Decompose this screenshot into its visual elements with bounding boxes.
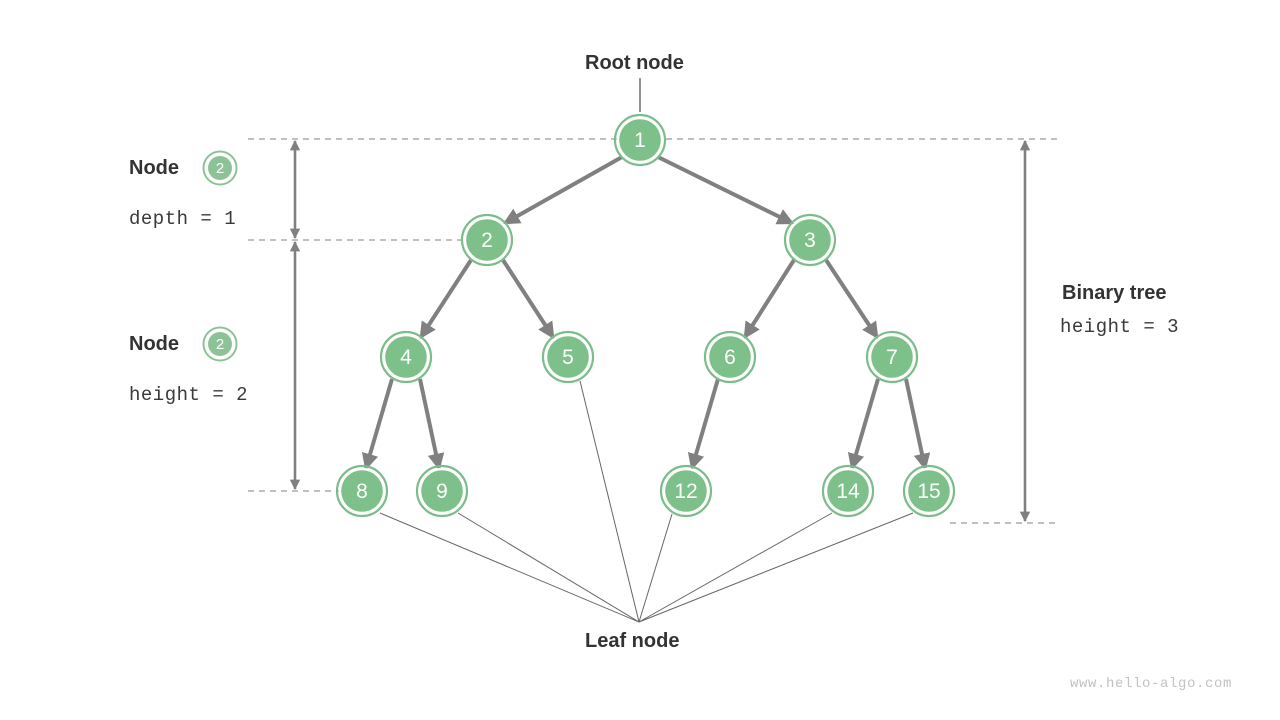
tree-node-4[interactable]: 4 xyxy=(379,330,433,384)
node-value-label: 4 xyxy=(400,346,412,369)
site-watermark: www.hello-algo.com xyxy=(1070,676,1233,692)
node-ring-outer xyxy=(460,213,514,267)
node-ring-white xyxy=(824,467,872,515)
node-value-label: 1 xyxy=(634,129,646,152)
node-value-label: 12 xyxy=(674,480,697,503)
node-ring-outer xyxy=(821,464,875,518)
tree-node-14[interactable]: 14 xyxy=(821,464,875,518)
node-ring-white xyxy=(544,333,592,381)
badge-node-depth-label: 2 xyxy=(216,160,224,177)
tree-node-1[interactable]: 1 xyxy=(613,113,667,167)
node-body xyxy=(466,219,508,261)
node-value-label: 15 xyxy=(917,480,940,503)
node-ring-white xyxy=(706,333,754,381)
annotation-badges: 2 2 xyxy=(202,150,238,362)
node-body xyxy=(619,119,661,161)
binary-tree-height-value: height = 3 xyxy=(1060,316,1180,338)
node-height-annotation-title: Node xyxy=(129,333,179,355)
tree-node-9[interactable]: 9 xyxy=(415,464,469,518)
leaf-pointer-line-9 xyxy=(457,512,640,623)
edge-2-5 xyxy=(501,258,555,340)
node-value-label: 5 xyxy=(562,346,574,369)
badge-node-depth: 2 xyxy=(202,150,238,186)
tree-node-12[interactable]: 12 xyxy=(659,464,713,518)
node-depth-annotation-title: Node xyxy=(129,157,179,179)
node-body xyxy=(385,336,427,378)
tree-node-7[interactable]: 7 xyxy=(865,330,919,384)
edge-4-8 xyxy=(361,378,394,471)
node-ring-outer xyxy=(659,464,713,518)
node-body xyxy=(709,336,751,378)
edge-3-7 xyxy=(824,258,879,340)
edge-6-12 xyxy=(687,378,720,471)
node-ring-white xyxy=(338,467,386,515)
node-value-label: 8 xyxy=(356,480,368,503)
node-value-label: 6 xyxy=(724,346,736,369)
node-ring-white xyxy=(786,216,834,264)
node-ring-white xyxy=(382,333,430,381)
root-node-annotation: Root node xyxy=(585,52,684,74)
node-value-label: 9 xyxy=(436,480,448,503)
node-body xyxy=(547,336,589,378)
leaf-pointer-line-12 xyxy=(638,513,673,623)
node-ring-white xyxy=(616,116,664,164)
node-ring-outer xyxy=(902,464,956,518)
edge-2-4 xyxy=(419,258,473,340)
tree-edges xyxy=(361,155,931,471)
leaf-pointer-line-15 xyxy=(638,512,914,623)
edge-1-3 xyxy=(657,155,795,225)
node-ring-outer xyxy=(865,330,919,384)
binary-tree-annotation-title: Binary tree xyxy=(1062,282,1167,304)
node-ring-white xyxy=(662,467,710,515)
edge-3-6 xyxy=(743,258,796,340)
edge-7-14 xyxy=(847,378,880,471)
node-depth-value: depth = 1 xyxy=(129,208,237,230)
badge-node-height: 2 xyxy=(202,326,238,362)
leaf-pointer-line-5 xyxy=(579,380,640,623)
node-ring-white xyxy=(418,467,466,515)
node-value-label: 7 xyxy=(886,346,898,369)
node-ring-white xyxy=(463,216,511,264)
tree-node-2[interactable]: 2 xyxy=(460,213,514,267)
tree-node-3[interactable]: 3 xyxy=(783,213,837,267)
tree-node-6[interactable]: 6 xyxy=(703,330,757,384)
measure-arrows xyxy=(289,139,1031,523)
node-value-label: 2 xyxy=(481,229,493,252)
leaf-node-annotation: Leaf node xyxy=(585,630,680,652)
node-value-label: 3 xyxy=(804,229,816,252)
edge-4-9 xyxy=(418,378,445,471)
node-ring-outer xyxy=(379,330,433,384)
tree-node-15[interactable]: 15 xyxy=(902,464,956,518)
node-ring-white xyxy=(868,333,916,381)
node-height-value: height = 2 xyxy=(129,384,249,406)
tree-node-8[interactable]: 8 xyxy=(335,464,389,518)
node-body xyxy=(871,336,913,378)
node-ring-outer xyxy=(783,213,837,267)
node-body xyxy=(908,470,950,512)
edge-7-15 xyxy=(904,378,931,471)
node-ring-outer xyxy=(703,330,757,384)
node-ring-outer xyxy=(613,113,667,167)
leaf-pointer-lines xyxy=(379,380,914,623)
node-value-label: 14 xyxy=(836,480,860,503)
leaf-pointer-line-14 xyxy=(638,512,833,623)
leaf-pointer-line-8 xyxy=(379,512,640,623)
node-body xyxy=(665,470,707,512)
tree-node-5[interactable]: 5 xyxy=(541,330,595,384)
node-ring-outer xyxy=(541,330,595,384)
node-body xyxy=(827,470,869,512)
node-ring-outer xyxy=(335,464,389,518)
guide-lines xyxy=(248,138,1057,524)
node-ring-outer xyxy=(415,464,469,518)
node-body xyxy=(421,470,463,512)
node-ring-white xyxy=(905,467,953,515)
edge-1-2 xyxy=(502,155,623,225)
node-body xyxy=(789,219,831,261)
badge-node-height-label: 2 xyxy=(216,336,224,353)
node-body xyxy=(341,470,383,512)
